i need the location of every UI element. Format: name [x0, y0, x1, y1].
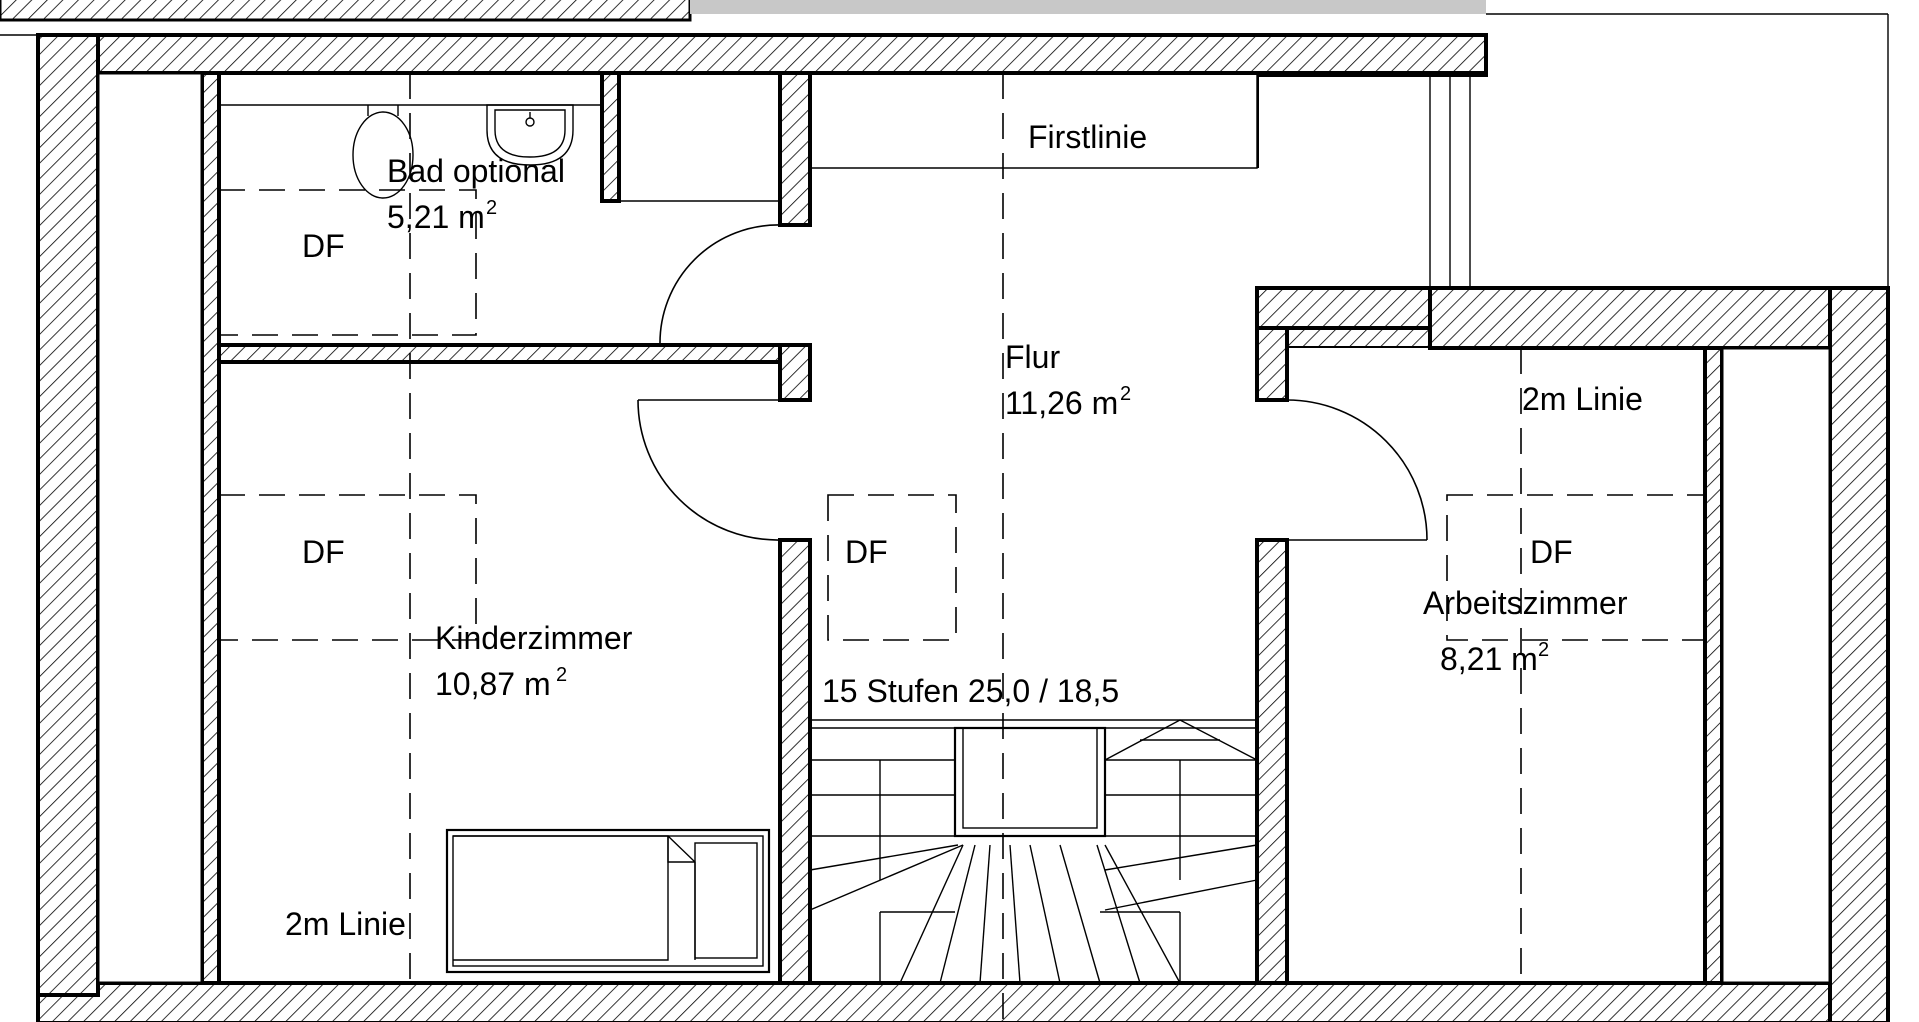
df-window-bad	[218, 189, 477, 336]
interior-walls-top	[36, 33, 1890, 1022]
flur-area-sup: 2	[1120, 383, 1131, 405]
bath-fixtures	[219, 104, 780, 202]
linie-right-label: 2m Linie	[1522, 381, 1643, 417]
stairs-label: 15 Stufen 25,0 / 18,5	[822, 673, 1119, 709]
flur-area: 11,26 m	[1005, 385, 1118, 421]
df-arbeit-label: DF	[1530, 534, 1573, 570]
arbeitszimmer-label: Arbeitszimmer	[1423, 585, 1628, 621]
kinderzimmer-area: 10,87 m	[435, 666, 551, 702]
df-window-arbeit	[1446, 494, 1706, 641]
firstlinie-label: Firstlinie	[1028, 119, 1147, 155]
room-interiors	[219, 73, 1705, 985]
door-kinderzimmer	[637, 399, 781, 541]
df-kinder-label: DF	[302, 534, 345, 570]
labels: Bad optional 5,21 m 2 Firstlinie Flur 11…	[285, 119, 1643, 942]
df-window-kinder	[218, 494, 477, 641]
roof-outline	[1429, 13, 1889, 288]
df-window-flur	[827, 494, 957, 641]
kinderzimmer-label: Kinderzimmer	[435, 620, 633, 656]
knee-wall-panels	[96, 71, 1832, 985]
sink-icon	[486, 104, 574, 166]
door-arbeitszimmer	[1286, 399, 1428, 541]
door-bath	[659, 224, 781, 346]
doors	[637, 224, 1428, 541]
df-bad-label: DF	[302, 228, 345, 264]
kinderzimmer-area-sup: 2	[556, 664, 567, 686]
dashed-lines	[218, 73, 1706, 1022]
arbeitszimmer-area: 8,21 m	[1440, 641, 1538, 677]
staircase	[809, 719, 1258, 984]
bad-area-sup: 2	[486, 197, 497, 219]
df-flur-label: DF	[845, 534, 888, 570]
linie-left-label: 2m Linie	[285, 906, 406, 942]
roof-strip	[690, 0, 1486, 14]
top-left-corner-wall	[0, 0, 692, 36]
toilet-icon	[352, 111, 414, 199]
bad-area: 5,21 m	[387, 199, 485, 235]
bad-label: Bad optional	[387, 153, 565, 189]
firstlinie-box	[810, 73, 1258, 169]
flur-label: Flur	[1005, 339, 1060, 375]
arbeitszimmer-area-sup: 2	[1538, 639, 1549, 661]
bed	[445, 828, 771, 974]
